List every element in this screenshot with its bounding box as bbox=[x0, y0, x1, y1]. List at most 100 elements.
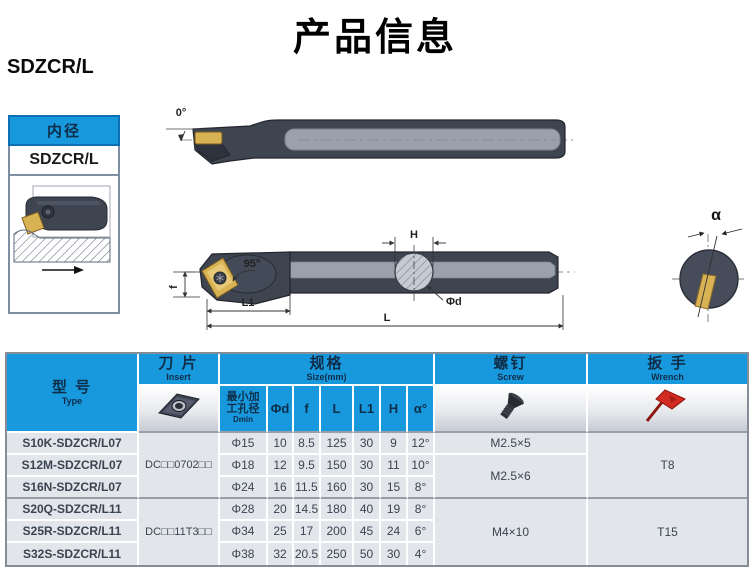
cell-h: 24 bbox=[381, 521, 408, 543]
cell-alpha: 8° bbox=[408, 477, 436, 499]
cell-dmin: Φ24 bbox=[220, 477, 268, 499]
dim-label-alpha: α bbox=[711, 207, 721, 224]
insert-image-cell bbox=[139, 385, 220, 433]
panel-header: 内径 bbox=[8, 115, 120, 146]
table-row: S12M-SDZCR/L07 Φ18 12 9.5 150 30 11 10° … bbox=[7, 455, 747, 499]
cell-phid: 16 bbox=[268, 477, 294, 499]
header-l1: L1 bbox=[354, 385, 381, 433]
header-insert: 刀 片 Insert bbox=[139, 354, 220, 386]
cell-phid: 20 bbox=[268, 499, 294, 521]
cell-type: S25R-SDZCR/L11 bbox=[7, 521, 139, 543]
dim-label-0deg: 0° bbox=[176, 107, 187, 119]
model-label: SDZCR/L bbox=[7, 56, 94, 78]
cell-alpha: 12° bbox=[408, 433, 436, 455]
header-screw: 螺钉 Screw bbox=[435, 354, 589, 386]
tool-body bbox=[25, 196, 108, 231]
header-dmin-cn2: 工孔径 bbox=[226, 403, 260, 416]
header-dmin: 最小加 工孔径 Dmin bbox=[220, 385, 268, 433]
dim-label-l1: L1 bbox=[242, 297, 255, 309]
cell-l: 125 bbox=[321, 433, 354, 455]
dim-label-h: H bbox=[410, 229, 418, 241]
cell-alpha: 6° bbox=[408, 521, 436, 543]
header-size-en: Size(mm) bbox=[306, 371, 347, 382]
spec-table-wrapper: 型 号 Type 刀 片 Insert 规格 Size(mm) 螺钉 Screw bbox=[5, 352, 749, 567]
cell-f: 17 bbox=[294, 521, 321, 543]
header-type-en: Type bbox=[61, 395, 83, 406]
cell-f: 20.5 bbox=[294, 543, 321, 565]
cell-insert: DC□□0702□□ bbox=[139, 433, 220, 499]
page-title: 产品信息 bbox=[292, 17, 457, 59]
cell-f: 11.5 bbox=[294, 477, 321, 499]
cell-type: S12M-SDZCR/L07 bbox=[7, 455, 139, 477]
header-f: f bbox=[294, 385, 321, 433]
cell-h: 11 bbox=[381, 455, 408, 477]
angle-arrow bbox=[178, 134, 184, 141]
cell-type: S10K-SDZCR/L07 bbox=[7, 433, 139, 455]
insert-top bbox=[194, 131, 223, 145]
header-type-cn: 型 号 bbox=[51, 378, 93, 396]
cell-screw: M2.5×5 bbox=[435, 433, 589, 455]
wrench-icon bbox=[645, 389, 686, 422]
cell-phid: 32 bbox=[268, 543, 294, 565]
spec-table: 型 号 Type 刀 片 Insert 规格 Size(mm) 螺钉 Screw bbox=[7, 354, 748, 565]
cell-phid: 12 bbox=[268, 455, 294, 477]
workpiece-hatch bbox=[13, 229, 111, 263]
cell-l1: 30 bbox=[354, 433, 381, 455]
cell-dmin: Φ38 bbox=[220, 543, 268, 565]
tool-facet bbox=[36, 201, 102, 205]
cell-alpha: 8° bbox=[408, 499, 436, 521]
table-row: S20Q-SDZCR/L11 DC□□11T3□□ Φ28 20 14.5 18… bbox=[7, 499, 748, 565]
cell-dmin: Φ28 bbox=[220, 499, 268, 521]
cell-h: 9 bbox=[381, 433, 408, 455]
alpha-arrow-right bbox=[721, 228, 743, 236]
insert-icon bbox=[157, 393, 200, 419]
header-screw-en: Screw bbox=[497, 371, 524, 382]
slot-axis-line bbox=[697, 235, 718, 318]
screw-image-cell bbox=[435, 385, 589, 433]
header-l: L bbox=[321, 385, 354, 433]
cell-wrench: T8 bbox=[588, 433, 748, 499]
table-row: S32S-SDZCR/L11 Φ38 32 20.5 250 50 30 4° bbox=[7, 543, 747, 565]
dim-label-95deg: 95° bbox=[244, 258, 261, 270]
cell-type: S16N-SDZCR/L07 bbox=[7, 477, 139, 499]
cell-l1: 45 bbox=[354, 521, 381, 543]
cell-l1: 40 bbox=[354, 499, 381, 521]
table-row: S16N-SDZCR/L07 Φ24 16 11.5 160 30 15 8° bbox=[7, 477, 747, 499]
cell-type: S32S-SDZCR/L11 bbox=[7, 543, 139, 565]
header-insert-cn: 刀 片 bbox=[158, 354, 199, 372]
dim-label-phid: Φd bbox=[446, 296, 462, 308]
header-alpha: α° bbox=[408, 385, 436, 433]
header-h: H bbox=[381, 385, 408, 433]
header-insert-en: Insert bbox=[166, 371, 191, 382]
header-wrench: 扳 手 Wrench bbox=[588, 354, 748, 386]
cell-h: 19 bbox=[381, 499, 408, 521]
alpha-arrow-left bbox=[687, 231, 705, 238]
header-screw-cn: 螺钉 bbox=[493, 354, 528, 372]
header-phid: Φd bbox=[268, 385, 294, 433]
dim-label-l: L bbox=[384, 312, 391, 324]
cell-l1: 50 bbox=[354, 543, 381, 565]
header-wrench-en: Wrench bbox=[651, 371, 684, 382]
cell-l: 250 bbox=[321, 543, 354, 565]
cell-l: 200 bbox=[321, 521, 354, 543]
header-dmin-en: Dmin bbox=[233, 415, 253, 425]
cell-screw: M4×10 bbox=[435, 499, 589, 565]
torx-star bbox=[216, 274, 224, 282]
boring-application-drawing bbox=[13, 185, 111, 274]
cell-l1: 30 bbox=[354, 477, 381, 499]
cell-dmin: Φ18 bbox=[220, 455, 268, 477]
header-size: 规格 Size(mm) bbox=[220, 354, 436, 386]
end-view-drawing: α bbox=[672, 207, 746, 322]
side-view-drawing: 95° H Φd f L1 L bbox=[168, 229, 575, 330]
cell-h: 15 bbox=[381, 477, 408, 499]
panel-model: SDZCR/L bbox=[8, 146, 120, 176]
cell-phid: 10 bbox=[268, 433, 294, 455]
cell-phid: 25 bbox=[268, 521, 294, 543]
cell-wrench: T15 bbox=[588, 499, 748, 565]
header-dmin-cn1: 最小加 bbox=[226, 391, 260, 404]
cell-h: 30 bbox=[381, 543, 408, 565]
cell-dmin: Φ34 bbox=[220, 521, 268, 543]
cell-dmin: Φ15 bbox=[220, 433, 268, 455]
cell-l: 180 bbox=[321, 499, 354, 521]
